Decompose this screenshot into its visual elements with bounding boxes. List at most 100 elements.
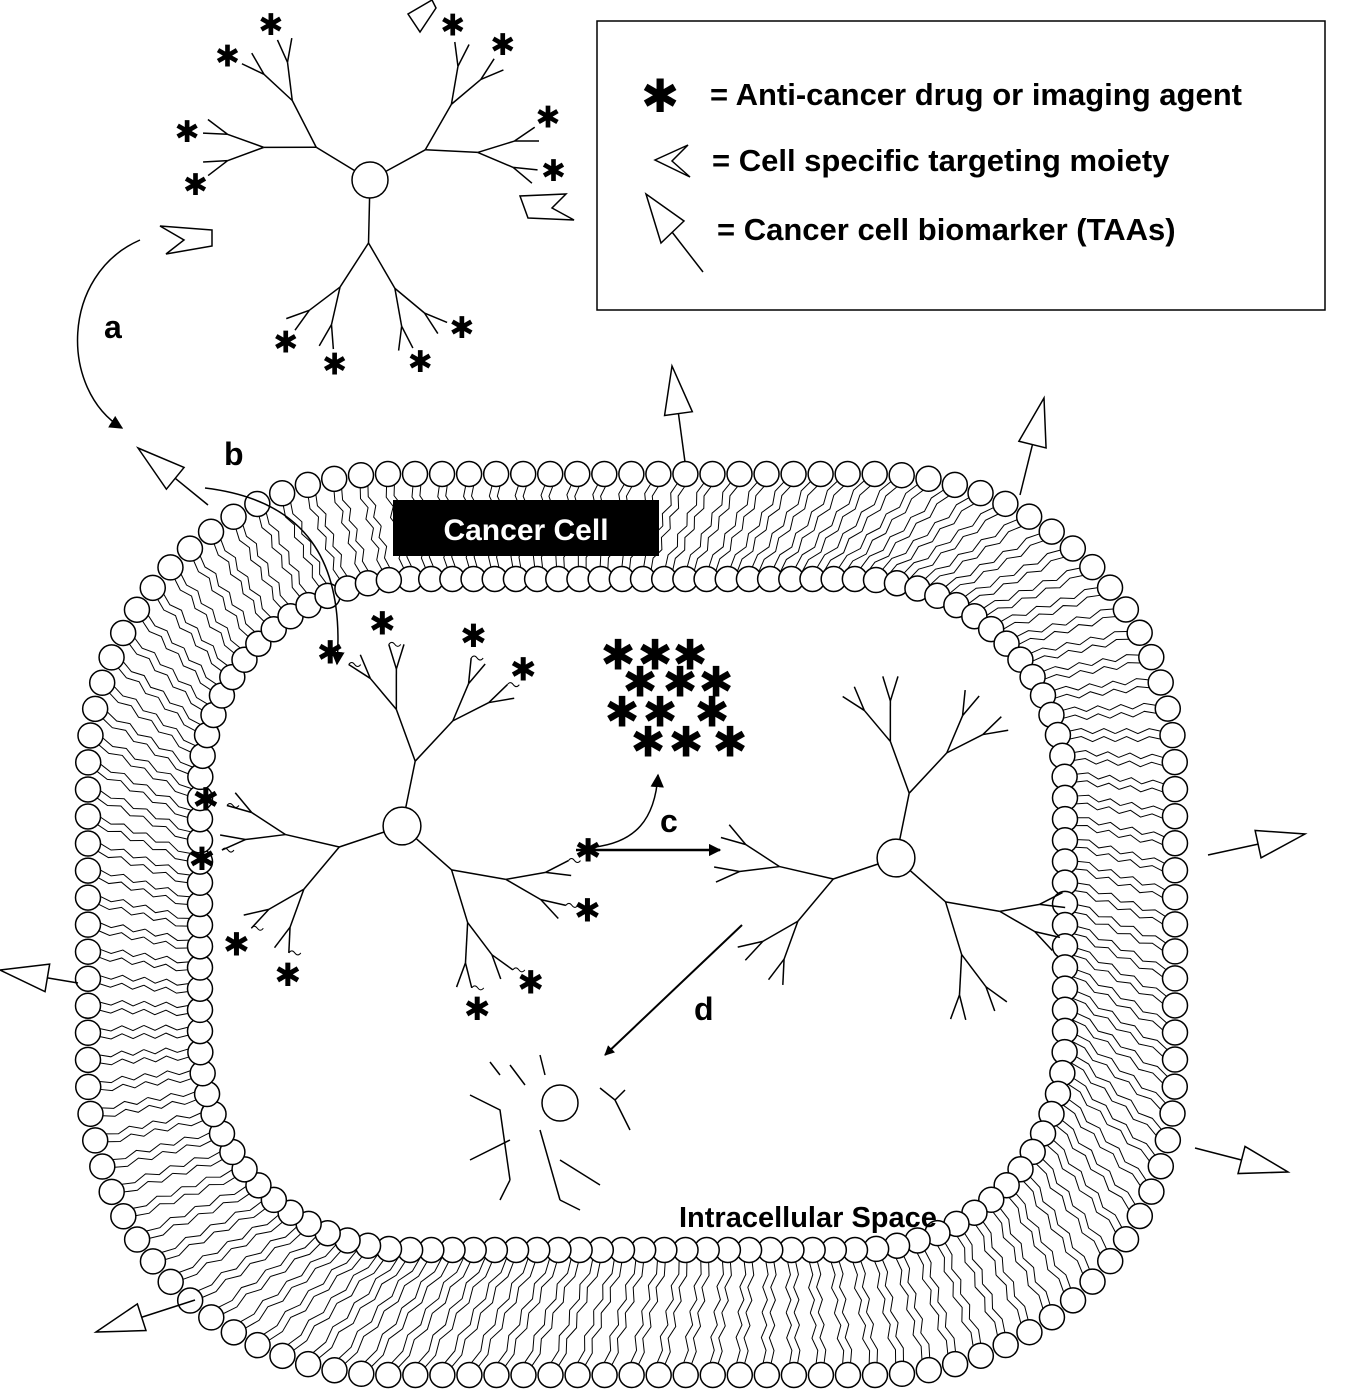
lipid-tail bbox=[1118, 785, 1163, 793]
lipid-tail bbox=[338, 1305, 379, 1359]
dendrimer-branch bbox=[946, 733, 984, 754]
lipid-tail bbox=[143, 912, 188, 927]
biomarker-stem bbox=[47, 977, 79, 984]
lipid-tail bbox=[151, 720, 191, 753]
asterisk-icon: ✱ bbox=[317, 634, 344, 672]
lipid-tail bbox=[165, 1231, 215, 1261]
dendrimer-branch bbox=[450, 66, 459, 105]
lipid-tail bbox=[245, 1226, 297, 1258]
dendrimer-branch bbox=[450, 869, 469, 923]
lipid-tail bbox=[143, 815, 188, 840]
lipid-tail bbox=[1043, 662, 1092, 672]
lipid-head bbox=[348, 1360, 375, 1388]
lipid-head bbox=[157, 1268, 184, 1296]
lipid-head bbox=[1096, 574, 1124, 601]
dendrimer-branch bbox=[464, 922, 469, 963]
lipid-tail bbox=[205, 614, 235, 654]
legend-targeting-label: = Cell specific targeting moiety bbox=[712, 143, 1170, 178]
dendrimer-branch bbox=[400, 325, 414, 349]
drug-linker bbox=[221, 847, 235, 853]
lipid-tail bbox=[312, 1302, 355, 1353]
legend: ✱ = Anti-cancer drug or imaging agent = … bbox=[596, 20, 1326, 311]
lipid-tail bbox=[831, 480, 865, 526]
asterisk-icon: ✱ bbox=[440, 9, 465, 44]
lipid-tail bbox=[184, 1176, 236, 1195]
lipid-tail bbox=[240, 581, 265, 622]
lipid-head bbox=[1079, 1268, 1106, 1295]
dendrimer-branch bbox=[424, 103, 453, 151]
lipid-tail bbox=[1119, 1070, 1166, 1104]
lipid-tail bbox=[785, 1312, 793, 1364]
dendrimer-branch bbox=[394, 287, 425, 314]
lipid-head bbox=[1059, 535, 1087, 562]
lipid-tail bbox=[801, 530, 839, 573]
lipid-head bbox=[1161, 1046, 1189, 1073]
lipid-tail bbox=[147, 615, 185, 649]
lipid-tail bbox=[521, 1258, 550, 1310]
drug-linker bbox=[226, 802, 240, 808]
cell-title-text: Cancer Cell bbox=[443, 514, 608, 547]
lipid-tail bbox=[641, 1260, 658, 1312]
lipid-tail bbox=[908, 548, 956, 580]
lipid-tail bbox=[691, 1312, 702, 1365]
lipid-tail bbox=[161, 1224, 211, 1253]
lipid-tail bbox=[235, 529, 262, 568]
dendrimer-branch bbox=[961, 954, 987, 988]
dendrimer-fragment bbox=[469, 1094, 511, 1201]
lipid-head bbox=[564, 1361, 591, 1389]
lipid-head bbox=[320, 465, 348, 493]
lipid-tail bbox=[113, 686, 157, 715]
lipid-tail bbox=[117, 667, 159, 698]
lipid-tail bbox=[344, 1310, 385, 1364]
lipid-tail bbox=[135, 1193, 185, 1217]
lipid-tail bbox=[377, 1256, 422, 1307]
lipid-head bbox=[753, 460, 780, 488]
lipid-tail bbox=[1054, 683, 1102, 691]
lipid-tail bbox=[1118, 760, 1163, 768]
lipid-tail bbox=[1077, 947, 1122, 975]
lipid-tail bbox=[146, 784, 192, 811]
lipid-tail bbox=[1035, 574, 1083, 599]
lipid-tail bbox=[986, 597, 1036, 616]
asterisk-icon: ✱ bbox=[322, 348, 347, 383]
dendrimer-branch bbox=[908, 752, 948, 794]
lipid-tail bbox=[649, 1262, 666, 1314]
lipid-tail bbox=[145, 1078, 192, 1086]
lipid-tail bbox=[1079, 1189, 1116, 1233]
lipid-tail bbox=[143, 888, 188, 905]
lipid-tail bbox=[451, 1313, 482, 1368]
lipid-head bbox=[74, 1046, 102, 1074]
lipid-head bbox=[1147, 669, 1174, 696]
triangle-arrow-biomarker-icon bbox=[0, 963, 51, 993]
lipid-head bbox=[941, 1350, 969, 1378]
lipid-tail bbox=[793, 1261, 800, 1313]
lipid-tail bbox=[1067, 616, 1116, 634]
lipid-tail bbox=[545, 1259, 572, 1311]
lipid-tail bbox=[178, 1241, 228, 1273]
lipid-tail bbox=[972, 519, 1018, 552]
lipid-head bbox=[269, 1342, 296, 1370]
lipid-tail bbox=[401, 1257, 443, 1309]
lipid-tail bbox=[1053, 1140, 1087, 1186]
triangle-arrow-biomarker-icon bbox=[663, 363, 694, 417]
lipid-tail bbox=[1111, 1100, 1157, 1136]
lipid-tail bbox=[577, 1310, 595, 1363]
lipid-tail bbox=[624, 1262, 644, 1314]
triangle-arrow-biomarker-icon bbox=[1237, 1145, 1291, 1175]
asterisk-icon: ✱ bbox=[662, 658, 697, 707]
lipid-tail bbox=[1056, 1125, 1092, 1170]
dendrimer-branch bbox=[318, 324, 333, 347]
dendrimer-fragment bbox=[599, 1087, 631, 1131]
lipid-tail bbox=[890, 1310, 904, 1362]
lipid-tail bbox=[128, 643, 168, 676]
lipid-head bbox=[807, 1361, 835, 1389]
lipid-tail bbox=[336, 1259, 384, 1304]
lipid-tail bbox=[1015, 1193, 1042, 1243]
lipid-head bbox=[1147, 1152, 1175, 1180]
lipid-tail bbox=[906, 1309, 923, 1360]
lipid-head bbox=[74, 830, 102, 857]
lipid-head bbox=[753, 1361, 781, 1389]
lipid-tail bbox=[270, 1243, 321, 1278]
lipid-head bbox=[483, 1361, 510, 1389]
